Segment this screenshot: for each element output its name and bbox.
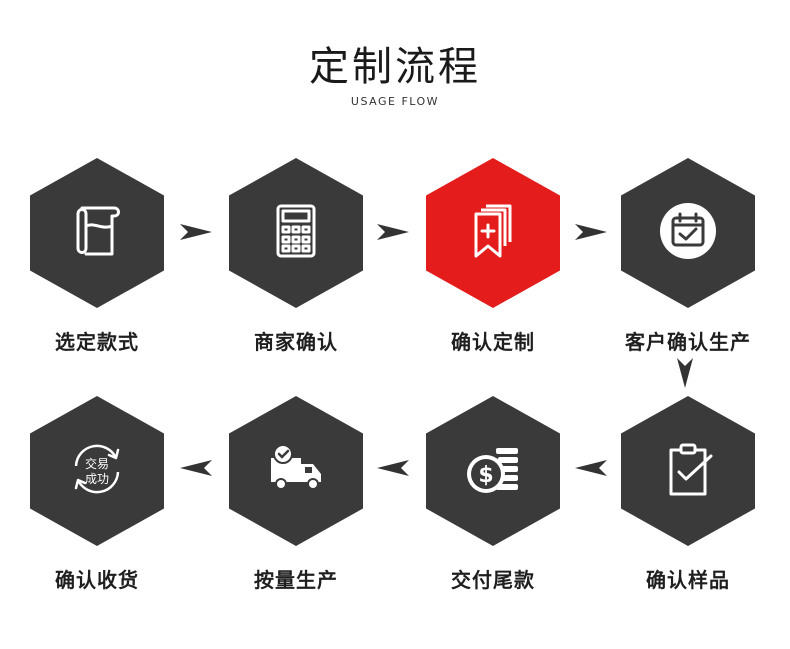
step-label: 选定款式 (55, 330, 139, 354)
deal-success-icon: 交易 成功 (62, 434, 132, 508)
step-mass-production: 按量生产 (226, 396, 366, 592)
page-title: 定制流程 (309, 44, 481, 90)
step-hexagon-active (426, 158, 560, 308)
step-hexagon (621, 396, 755, 546)
step-label: 确认样品 (646, 568, 730, 592)
step-confirm-sample: 确认样品 (618, 396, 758, 592)
bookmark-plus-icon (458, 196, 528, 270)
delivery-truck-icon (261, 434, 331, 508)
step-customer-confirm-production: 客户确认生产 (618, 158, 758, 354)
step-confirm-customize: 确认定制 (423, 158, 563, 354)
arrow-right-icon (377, 224, 409, 240)
calendar-check-icon (653, 196, 723, 270)
step-label: 客户确认生产 (625, 330, 751, 354)
deal-text-line1: 交易 (85, 456, 109, 471)
step-select-style: 选定款式 (27, 158, 167, 354)
clipboard-check-icon (653, 434, 723, 508)
arrow-left-icon (180, 460, 212, 476)
step-deal-complete: 交易 成功 确认收货 (27, 396, 167, 592)
step-label: 按量生产 (254, 568, 338, 592)
calculator-icon (261, 196, 331, 270)
step-label: 交付尾款 (451, 568, 535, 592)
step-final-payment: $ 交付尾款 (423, 396, 563, 592)
step-label: 确认收货 (55, 568, 139, 592)
arrow-left-icon (575, 460, 607, 476)
svg-text:$: $ (478, 463, 493, 488)
step-hexagon: $ (426, 396, 560, 546)
step-hexagon (229, 158, 363, 308)
step-hexagon (229, 396, 363, 546)
arrow-down-icon (677, 358, 693, 388)
step-hexagon (621, 158, 755, 308)
arrow-right-icon (180, 224, 212, 240)
scroll-icon (62, 196, 132, 270)
step-hexagon (30, 158, 164, 308)
step-label: 确认定制 (451, 330, 535, 354)
step-hexagon: 交易 成功 (30, 396, 164, 546)
deal-text-line2: 成功 (85, 472, 109, 486)
page-subtitle: USAGE FLOW (350, 95, 440, 108)
step-label: 商家确认 (254, 330, 338, 354)
arrow-right-icon (575, 224, 607, 240)
step-merchant-confirm: 商家确认 (226, 158, 366, 354)
dollar-coins-icon: $ (458, 434, 528, 508)
arrow-left-icon (377, 460, 409, 476)
